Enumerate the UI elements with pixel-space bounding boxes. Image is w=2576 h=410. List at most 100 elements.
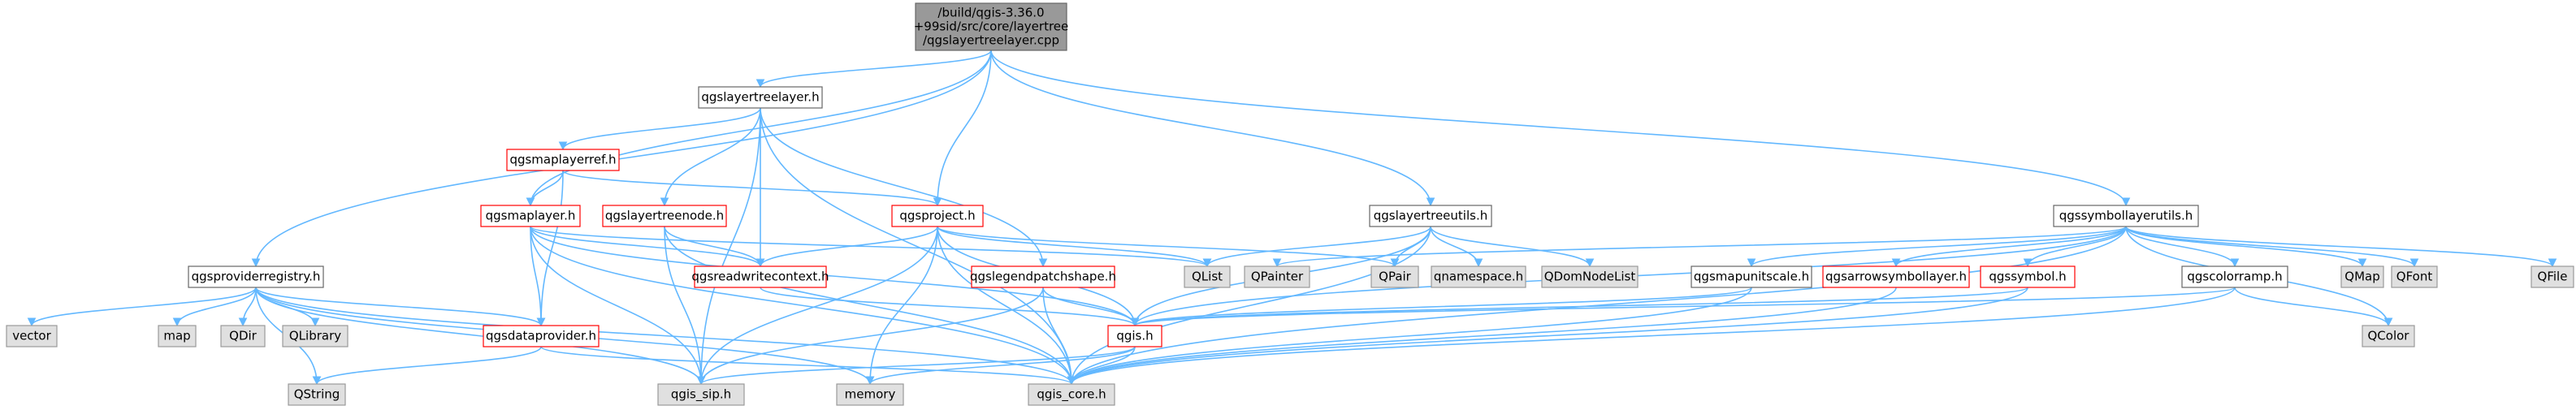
- node-box-qgsarrowsymbollayer_h: [1822, 265, 1970, 288]
- arrowhead-qgscolorramp_h-to-qgis_core_h: [1067, 376, 1076, 386]
- edge-qgssymbol_h-to-qgis_core_h: [1071, 287, 2028, 385]
- edge-qgsmaplayerref_h-to-qgsdataprovider_h: [540, 170, 564, 326]
- edge-qgis_h-to-qgis_sip_h: [700, 346, 1136, 385]
- edge-qgsproject_h-to-qgis_core_h: [937, 226, 1072, 385]
- edge-qgslayertreelayer_h-to-qgis_sip_h: [700, 107, 761, 385]
- arrowhead-qgslayertreelayer_h-to-qgslayertreenode_h: [660, 197, 669, 207]
- edge-qgsmaplayer_h-to-qgis_sip_h: [530, 226, 702, 385]
- node-qgsproviderregistry_h[interactable]: qgsproviderregistry.h: [188, 265, 324, 288]
- node-qgis_h[interactable]: qgis.h: [1107, 325, 1162, 347]
- node-qgscolorramp_h[interactable]: qgscolorramp.h: [2181, 265, 2288, 288]
- arrowhead-qgslayertreeutils_h-to-qnamespace_h: [1474, 258, 1483, 268]
- node-label-qgssymbol_h-line-0: qgssymbol.h: [1989, 270, 2066, 284]
- node-box-qgslayertreelayer_h: [698, 86, 823, 109]
- node-qnamespace_h: qnamespace.h: [1431, 265, 1526, 288]
- node-qgslayertreelayer_h[interactable]: qgslayertreelayer.h: [698, 86, 823, 109]
- node-box-qgsmaplayer_h: [480, 205, 581, 227]
- edge-qgslayertreeutils_h-to-qnamespace_h: [1430, 226, 1479, 267]
- node-label-QDomNodeList-line-0: QDomNodeList: [1544, 270, 1636, 284]
- edge-qgsproviderregistry_h-to-qgis_core_h: [255, 287, 1072, 385]
- node-label-vector-line-0: vector: [12, 329, 51, 343]
- arrowhead-qgis_h-to-qgis_sip_h: [696, 376, 706, 386]
- node-qgsarrowsymbollayer_h[interactable]: qgsarrowsymbollayer.h: [1822, 265, 1970, 288]
- node-box-qgsmapunitscale_h: [1691, 265, 1812, 288]
- edge-qgsproject_h-to-qgis_sip_h: [700, 226, 938, 385]
- node-qgslayertreenode_h[interactable]: qgslayertreenode.h: [602, 205, 727, 227]
- node-label-root-line-2: /qgslayertreelayer.cpp: [923, 33, 1059, 48]
- node-box-root: [915, 2, 1067, 51]
- node-qgslegendpatchshape_h[interactable]: qgslegendpatchshape.h: [970, 265, 1116, 288]
- node-qgsmaplayerref_h[interactable]: qgsmaplayerref.h: [506, 149, 620, 171]
- node-label-qgis_core_h-line-0: qgis_core.h: [1037, 387, 1106, 403]
- edge-qgslegendpatchshape_h-to-qgis_h: [1042, 287, 1136, 326]
- node-qgsmaplayer_h[interactable]: qgsmaplayer.h: [480, 205, 581, 227]
- node-QLibrary: QLibrary: [282, 325, 349, 347]
- arrowhead-root-to-qgsproviderregistry_h: [251, 258, 261, 268]
- arrowhead-root-to-qgslayertreeutils_h: [1426, 197, 1435, 207]
- edge-qgslayertreelayer_h-to-qgslayertreenode_h: [664, 107, 761, 206]
- arrowhead-qgssymbollayerutils_h-to-QFile: [2548, 258, 2557, 268]
- edge-qgsreadwritecontext_h-to-qgis_h: [760, 287, 1136, 326]
- node-QString: QString: [288, 383, 346, 406]
- arrowhead-qgsmaplayerref_h-to-qgsproject_h: [933, 197, 942, 207]
- node-qgsreadwritecontext_h[interactable]: qgsreadwritecontext.h: [691, 265, 829, 288]
- node-QPair: QPair: [1370, 265, 1419, 288]
- node-qgsproject_h[interactable]: qgsproject.h: [891, 205, 984, 227]
- edge-qgssymbollayerutils_h-to-QFont: [2125, 226, 2415, 267]
- node-label-QPainter-line-0: QPainter: [1251, 270, 1304, 284]
- node-label-root-line-0: /build/qgis-3.36.0: [937, 6, 1044, 20]
- node-label-QFile-line-0: QFile: [2538, 270, 2568, 284]
- node-box-qgsproviderregistry_h: [188, 265, 324, 288]
- edge-qgscolorramp_h-to-QColor: [2234, 287, 2389, 326]
- node-box-QLibrary: [282, 325, 349, 347]
- node-box-qgsproject_h: [891, 205, 984, 227]
- arrowhead-qgsdataprovider_h-to-QString: [312, 376, 322, 386]
- node-label-QMap-line-0: QMap: [2344, 270, 2379, 284]
- edge-qgssymbollayerutils_h-to-QFile: [2125, 226, 2553, 267]
- node-box-QDomNodeList: [1541, 265, 1639, 288]
- edge-qgsproject_h-to-qgsreadwritecontext_h: [760, 226, 938, 267]
- node-qgsdataprovider_h[interactable]: qgsdataprovider.h: [483, 325, 600, 347]
- node-qgssymbollayerutils_h[interactable]: qgssymbollayerutils.h: [2053, 205, 2199, 227]
- node-label-qnamespace_h-line-0: qnamespace.h: [1434, 270, 1523, 284]
- node-box-qgssymbol_h: [1980, 265, 2076, 288]
- node-QColor: QColor: [2362, 325, 2415, 347]
- node-qgsmapunitscale_h[interactable]: qgsmapunitscale.h: [1691, 265, 1812, 288]
- node-root[interactable]: /build/qgis-3.36.0+99sid/src/core/layert…: [914, 2, 1069, 51]
- arrowhead-root-to-qgslayertreelayer_h: [755, 79, 765, 88]
- arrowhead-qgssymbollayerutils_h-to-QMap: [2357, 258, 2367, 268]
- node-box-qgsreadwritecontext_h: [694, 265, 827, 288]
- edge-root-to-qgslayertreelayer_h: [760, 50, 992, 88]
- edge-qgsproviderregistry_h-to-vector: [31, 287, 257, 326]
- edge-qgis_h-to-memory: [869, 346, 1136, 385]
- node-QFont: QFont: [2391, 265, 2438, 288]
- node-box-QPair: [1370, 265, 1419, 288]
- arrowhead-qgsproviderregistry_h-to-QDir: [238, 317, 248, 327]
- node-label-qgis_h-line-0: qgis.h: [1116, 329, 1153, 343]
- edge-qgssymbollayerutils_h-to-qgsarrowsymbollayer_h: [1895, 226, 2127, 267]
- node-label-qgslayertreelayer_h-line-0: qgslayertreelayer.h: [701, 90, 819, 105]
- node-box-qgssymbollayerutils_h: [2053, 205, 2199, 227]
- node-qgslayertreeutils_h[interactable]: qgslayertreeutils.h: [1369, 205, 1492, 227]
- node-box-qgis_sip_h: [657, 383, 745, 406]
- arrowhead-qgsmaplayerref_h-to-qgsmaplayer_h: [526, 197, 535, 207]
- edge-qgsmaplayer_h-to-qgsdataprovider_h: [530, 226, 542, 326]
- edge-qgssymbollayerutils_h-to-qgscolorramp_h: [2125, 226, 2236, 267]
- node-label-QColor-line-0: QColor: [2368, 329, 2410, 343]
- arrowhead-qgslayertreeutils_h-to-QList: [1202, 258, 1212, 268]
- node-box-qgslayertreeutils_h: [1369, 205, 1492, 227]
- edge-qgscolorramp_h-to-qgis_h: [1134, 287, 2236, 326]
- node-box-QDir: [220, 325, 266, 347]
- node-qgssymbol_h[interactable]: qgssymbol.h: [1980, 265, 2076, 288]
- arrowhead-qgssymbollayerutils_h-to-QFont: [2409, 258, 2419, 268]
- node-map: map: [158, 325, 197, 347]
- node-memory: memory: [836, 383, 904, 406]
- node-box-qgis_core_h: [1028, 383, 1115, 406]
- node-box-qgslayertreenode_h: [602, 205, 727, 227]
- edge-qgslayertreelayer_h-to-qgsmaplayerref_h: [562, 107, 761, 150]
- edge-root-to-qgssymbollayerutils_h: [990, 50, 2127, 206]
- edge-qgslayertreelayer_h-to-qgis_core_h: [760, 107, 1072, 385]
- node-label-qgsdataprovider_h-line-0: qgsdataprovider.h: [486, 329, 596, 343]
- node-label-qgslayertreeutils_h-line-0: qgslayertreeutils.h: [1374, 209, 1487, 223]
- node-box-qgsdataprovider_h: [483, 325, 600, 347]
